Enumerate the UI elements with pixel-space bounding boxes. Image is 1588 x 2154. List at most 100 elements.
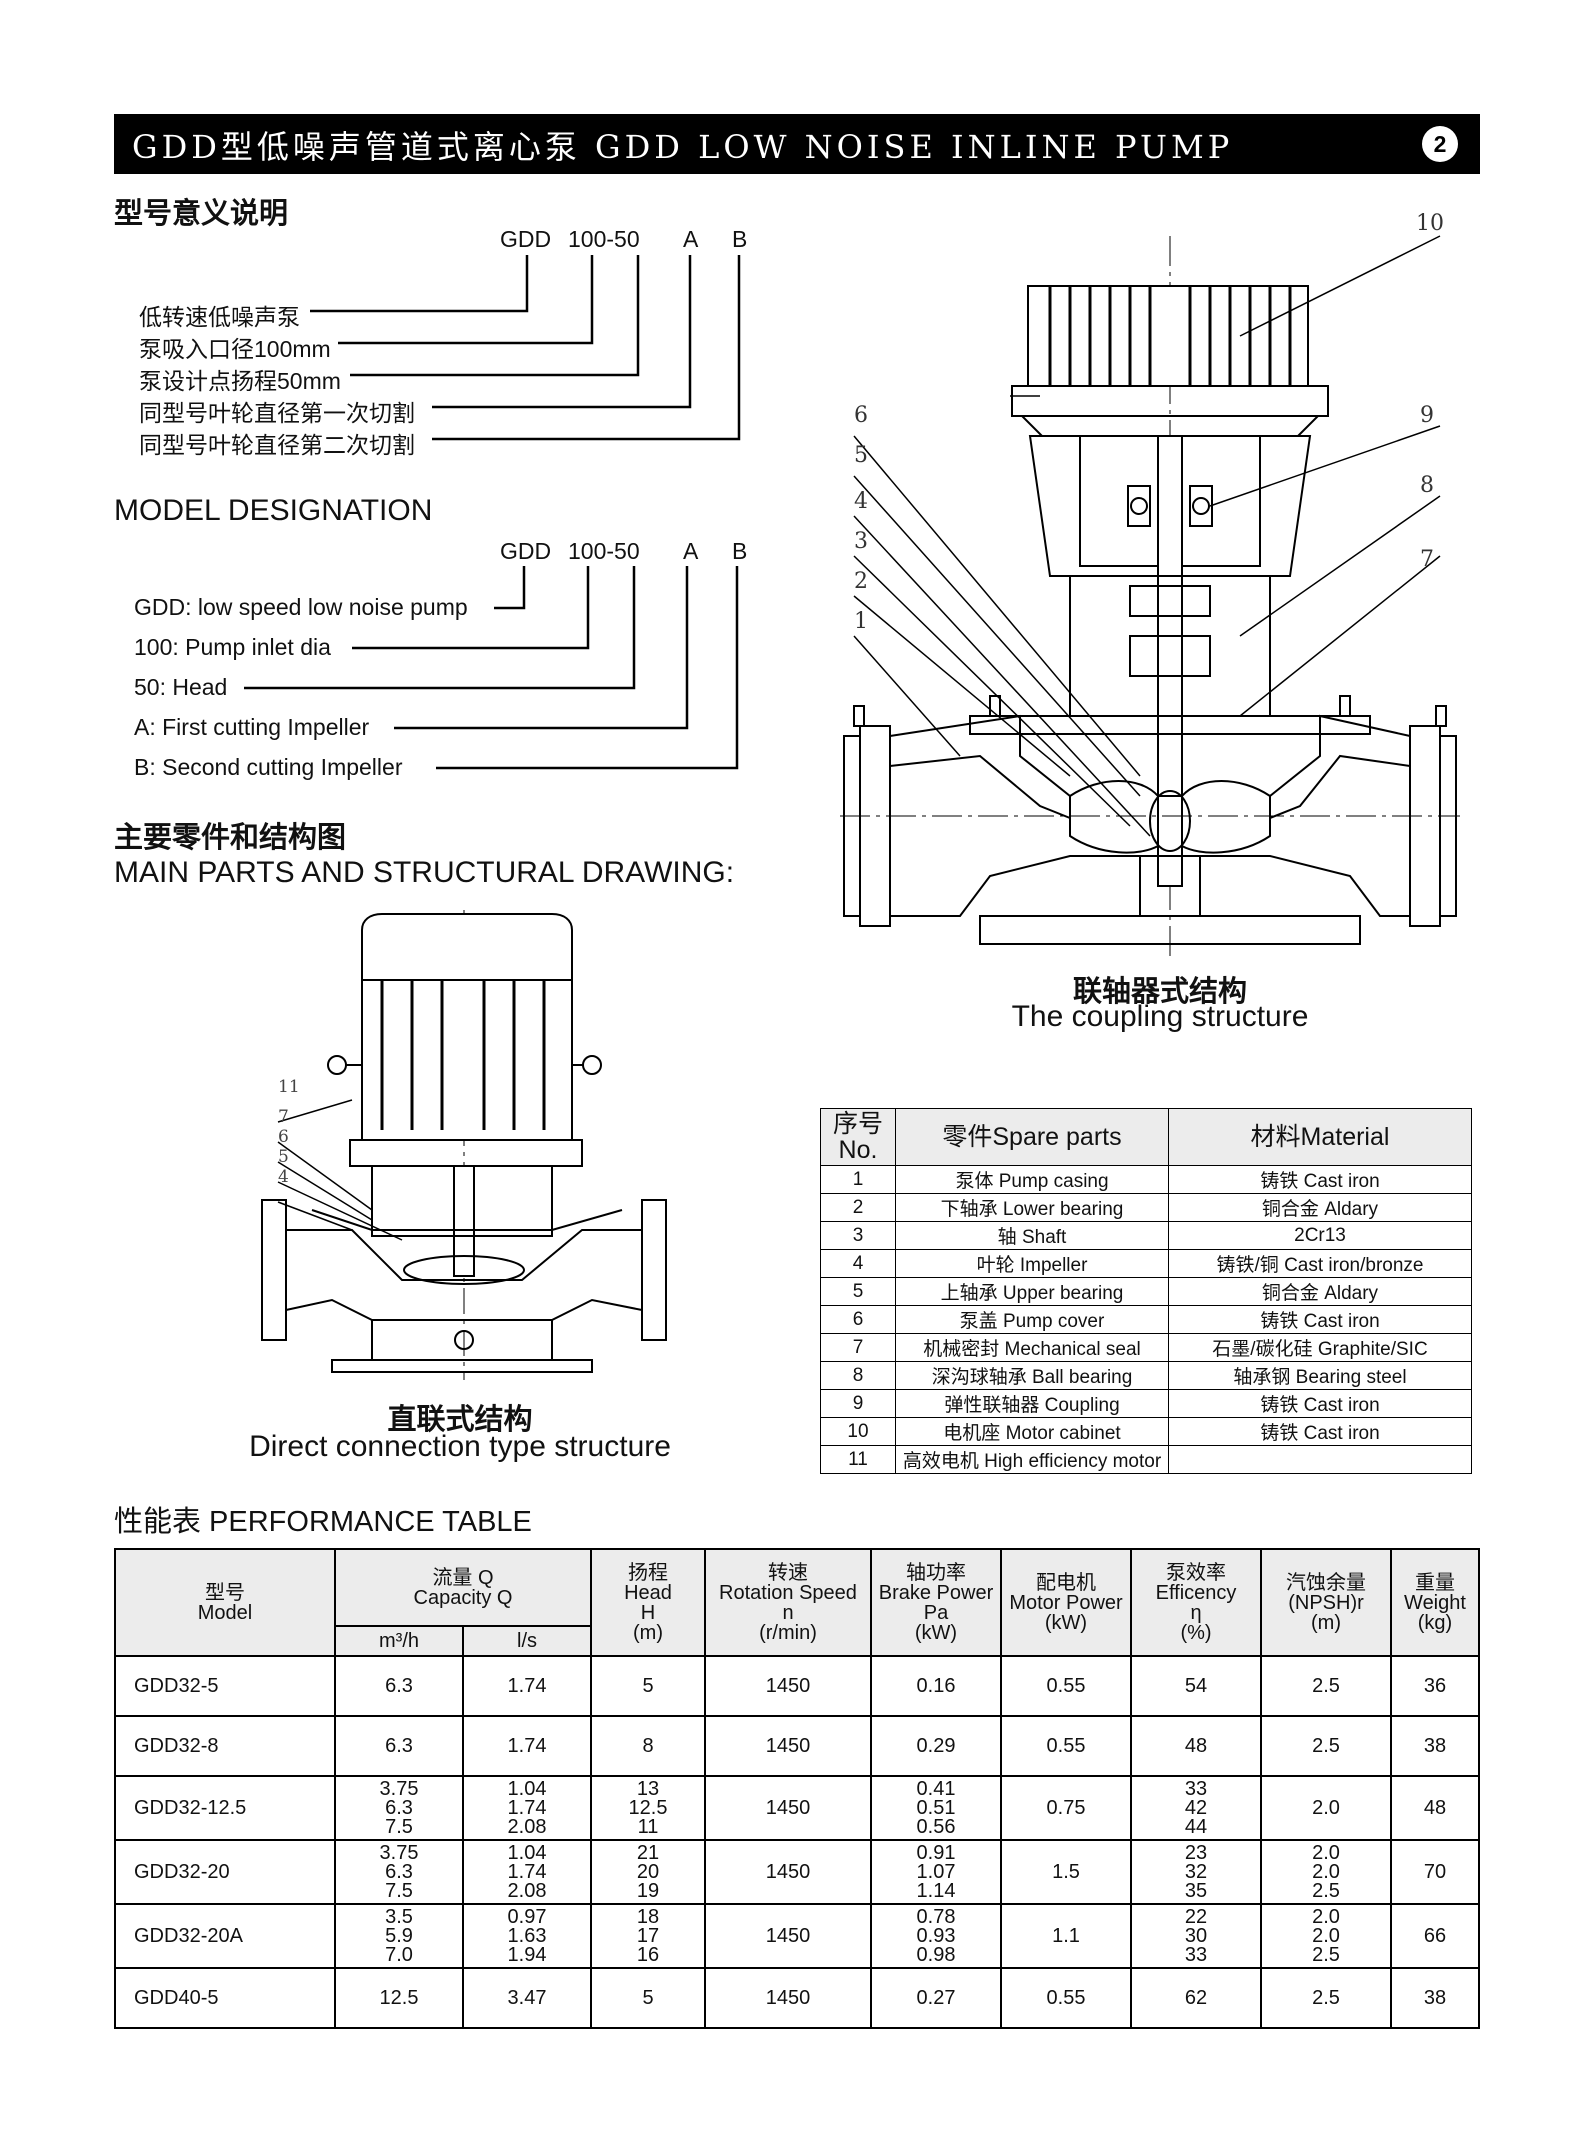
perf-cell-eff-value: 32 [1184,1860,1208,1883]
parts-cell-part: 深沟球轴承 Ball bearing [895,1361,1169,1390]
model-en-label-1: GDD: low speed low noise pump [134,594,468,620]
perf-cell-q-m3h-value: 6.3 [385,1860,413,1883]
perf-cell-power-value: 0.16 [916,1674,956,1697]
parts-cell-part: 弹性联轴器 Coupling [895,1389,1169,1418]
parts-cell-material: 铜合金 Aldary [1168,1193,1472,1222]
perf-cell-q-ls-value: 1.74 [507,1674,547,1697]
model-en-code-2: 100-50 [568,538,640,564]
model-en-label-5: B: Second cutting Impeller [134,754,403,780]
model-cn-label-4: 同型号叶轮直径第一次切割 [139,400,415,426]
model-cn-label-5: 同型号叶轮直径第二次切割 [139,432,415,458]
perf-cell-q-m3h-value: 3.75 [379,1841,419,1864]
perf-cell-eff: 54 [1130,1655,1262,1717]
perf-cell-eff-value: 35 [1184,1879,1208,1902]
perf-header-cap-ls: l/s [462,1625,592,1657]
coupling-callout-3: 3 [854,529,868,554]
perf-cell-head-value: 16 [636,1943,660,1966]
perf-cell-eff: 62 [1130,1967,1262,2029]
parts-cell-no: 4 [820,1249,896,1278]
perf-cell-weight: 38 [1390,1967,1480,2029]
parts-cell-material: 铸铁 Cast iron [1168,1417,1472,1446]
perf-cell-speed: 1450 [704,1967,872,2029]
perf-cell-q-ls-value: 2.08 [507,1815,547,1838]
perf-cell-npsh-value: 2.5 [1312,1674,1340,1697]
parts-cell-material: 轴承钢 Bearing steel [1168,1361,1472,1390]
perf-cell-npsh-value: 2.5 [1312,1986,1340,2009]
parts-cell-material: 铸铁 Cast iron [1168,1165,1472,1194]
perf-cell-head-value: 5 [642,1674,654,1697]
coupling-caption-cn: 联轴器式结构 [1072,976,1247,1008]
model-cn-code-2: 100-50 [568,226,640,252]
perf-cell-npsh-value: 2.5 [1312,1943,1340,1966]
perf-cell-npsh: 2.5 [1260,1715,1392,1777]
perf-cell-npsh: 2.5 [1260,1655,1392,1717]
perf-cell-power-value: 0.78 [916,1905,956,1928]
parts-cell-no: 5 [820,1277,896,1306]
coupling-callout-1: 1 [854,609,868,634]
coupling-structure-drawing: 10 6 5 4 3 2 1 9 8 7 [840,211,1460,956]
perf-cell-power-value: 0.41 [916,1777,956,1800]
parts-cell-no: 9 [820,1389,896,1418]
coupling-callout-4: 4 [854,489,868,514]
perf-cell-q-ls-value: 1.94 [507,1943,547,1966]
perf-cell-q-m3h-value: 7.0 [385,1943,413,1966]
perf-cell-speed: 1450 [704,1775,872,1841]
perf-header-npsh: 汽蚀余量(NPSH)r (m) [1260,1548,1392,1657]
perf-cell-q-ls: 1.74 [462,1715,592,1777]
main-parts-title-cn: 主要零件和结构图 [114,822,347,854]
perf-cell-eff-value: 44 [1184,1815,1208,1838]
perf-cell-q-m3h-value: 7.5 [385,1815,413,1838]
perf-cell-npsh: 2.0 [1260,1775,1392,1841]
perf-cell-eff-value: 54 [1184,1674,1208,1697]
perf-cell-q-m3h-value: 7.5 [385,1879,413,1902]
perf-cell-q-ls-value: 2.08 [507,1879,547,1902]
model-cn-label-1: 低转速低噪声泵 [139,304,300,330]
perf-cell-power-value: 1.07 [916,1860,956,1883]
perf-cell-q-m3h-value: 6.3 [385,1734,413,1757]
perf-cell-head: 8 [590,1715,706,1777]
direct-callout-11: 11 [278,1077,300,1097]
page-number-badge: 2 [1422,126,1458,162]
parts-cell-part: 电机座 Motor cabinet [895,1417,1169,1446]
perf-cell-motor: 0.55 [1000,1967,1132,2029]
perf-cell-head-value: 11 [637,1815,659,1838]
perf-cell-npsh-value: 2.0 [1312,1905,1340,1928]
perf-cell-power: 0.27 [870,1967,1002,2029]
direct-callout-5: 5 [278,1147,289,1167]
parts-cell-part: 泵盖 Pump cover [895,1305,1169,1334]
parts-cell-no: 3 [820,1221,896,1250]
parts-cell-no: 8 [820,1361,896,1390]
perf-cell-head-value: 20 [636,1860,660,1883]
perf-cell-q-ls-value: 1.74 [507,1734,547,1757]
perf-cell-power-value: 0.56 [916,1815,956,1838]
main-parts-title-en: MAIN PARTS AND STRUCTURAL DRAWING: [114,856,735,889]
parts-cell-no: 1 [820,1165,896,1194]
parts-cell-material: 铸铁/铜 Cast iron/bronze [1168,1249,1472,1278]
perf-cell-weight: 70 [1390,1839,1480,1905]
perf-cell-q-ls-value: 1.04 [507,1777,547,1800]
model-cn-title: 型号意义说明 [114,198,289,230]
model-en-code-3: A [683,538,699,564]
parts-cell-part: 下轴承 Lower bearing [895,1193,1169,1222]
coupling-callout-10: 10 [1416,211,1444,236]
perf-header-cap-m3h: m³/h [334,1625,464,1657]
model-cn-label-2: 泵吸入口径100mm [139,336,331,362]
perf-cell-power-value: 1.14 [916,1879,956,1902]
